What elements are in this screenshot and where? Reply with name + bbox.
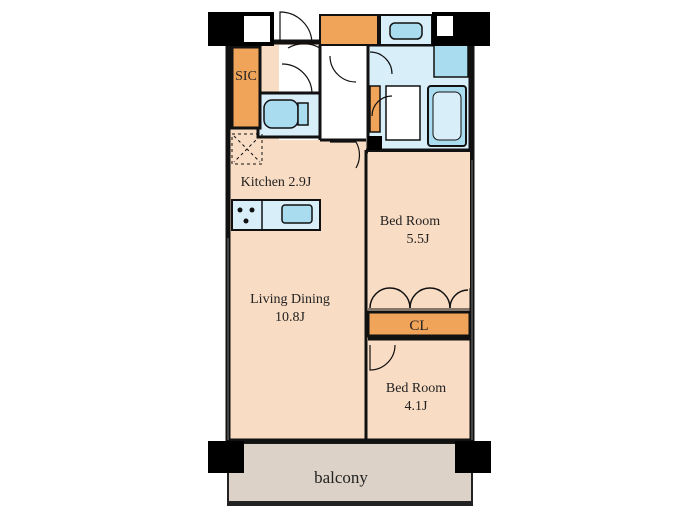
- fridge-space: [231, 133, 263, 165]
- washroom-shelf: [369, 85, 381, 133]
- closet: [366, 310, 472, 338]
- pillar-top-right: [432, 12, 490, 46]
- outdoor-storage: [319, 14, 379, 46]
- balcony-area: [227, 442, 473, 506]
- kitchen-label: Kitchen 2.9J: [241, 175, 312, 190]
- door-swings: [281, 43, 396, 371]
- bedroom-main-line1: Bed Room: [380, 214, 440, 229]
- toilet-fixture: [263, 99, 299, 129]
- pillar-bottom-left: [208, 441, 244, 473]
- pillar-small: [368, 136, 382, 150]
- sink-fixture-top: [389, 22, 423, 40]
- bedroom-small-line1: Bed Room: [386, 381, 446, 396]
- entrance-door: [279, 11, 313, 45]
- toilet-tank: [297, 102, 309, 126]
- living-label-line1: Living Dining: [250, 292, 330, 307]
- washer-pan: [433, 42, 469, 78]
- bedroom-main-line2: 5.5J: [407, 232, 431, 247]
- stove-burner-3: [243, 218, 249, 224]
- fridge-cross-b: [233, 135, 261, 163]
- sic-label: SIC: [235, 69, 257, 84]
- kitchen-sink: [281, 204, 313, 224]
- bedroom-small-line2: 4.1J: [405, 399, 429, 414]
- pillar-top-left: [208, 12, 274, 46]
- closet-doors: [369, 287, 469, 309]
- living-label-line2: 10.8J: [275, 310, 306, 325]
- balcony-label: balcony: [314, 468, 368, 487]
- stove-burner-1: [237, 207, 243, 213]
- stove-burner-2: [249, 207, 255, 213]
- sic-label-text: SIC: [235, 69, 257, 84]
- hall-corridor: [320, 45, 368, 140]
- sic-storage: [230, 45, 262, 130]
- pillar-bottom-right: [455, 441, 491, 473]
- bedroom-main: [368, 152, 470, 288]
- wash-basin-counter: [385, 85, 421, 141]
- bathtub-inner: [432, 91, 462, 141]
- closet-label: CL: [409, 318, 428, 334]
